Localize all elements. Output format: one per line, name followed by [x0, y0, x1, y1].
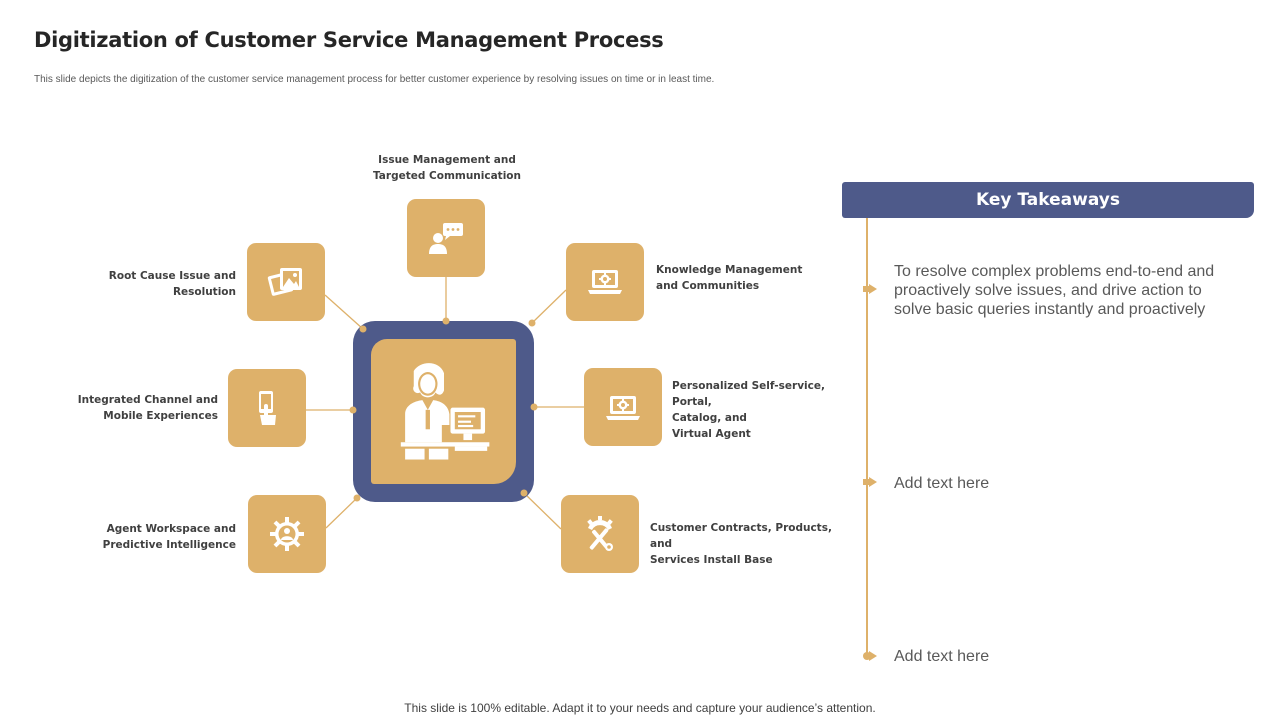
node-knowledge-management	[566, 243, 644, 321]
node-issue-management	[407, 199, 485, 277]
label-personalized-self-service: Personalized Self-service, Portal, Catal…	[672, 380, 825, 440]
takeaway-arrow-3	[869, 651, 877, 661]
takeaway-marker-3	[863, 652, 871, 660]
laptop-settings-icon	[606, 396, 640, 420]
label-customer-contracts: Customer Contracts, Products, and Servic…	[650, 522, 832, 566]
label-integrated-channel: Integrated Channel and Mobile Experience…	[77, 394, 218, 422]
center-hub-inner	[371, 339, 516, 484]
label-issue-management: Issue Management and Targeted Communicat…	[373, 154, 521, 182]
takeaway-text-2: Add text here	[894, 475, 990, 492]
connector-lines	[306, 277, 584, 530]
node-integrated-channel	[228, 369, 306, 447]
slide-footer: This slide is 100% editable. Adapt it to…	[404, 701, 876, 715]
node-root-cause	[247, 243, 325, 321]
node-agent-workspace	[248, 495, 326, 573]
slide-title: Digitization of Customer Service Managem…	[34, 28, 664, 52]
label-root-cause: Root Cause Issue and Resolution	[108, 270, 236, 298]
label-agent-workspace: Agent Workspace and Predictive Intellige…	[102, 523, 236, 551]
takeaway-text-3: Add text here	[894, 648, 990, 665]
takeaway-arrow-2	[869, 477, 877, 487]
takeaway-text-1: To resolve complex problems end-to-end a…	[894, 263, 1215, 318]
label-knowledge-management: Knowledge Management and Communities	[656, 264, 803, 292]
key-takeaways-header: Key Takeaways	[842, 182, 1254, 218]
node-customer-contracts	[561, 495, 639, 573]
process-diagram: Issue Management and Targeted Communicat…	[77, 154, 832, 573]
takeaway-arrow-1	[869, 284, 877, 294]
slide-subtitle: This slide depicts the digitization of t…	[34, 74, 715, 85]
mobile-touch-icon	[259, 391, 276, 425]
node-personalized-self-service	[584, 368, 662, 446]
takeaways-timeline	[866, 218, 868, 656]
connector-dots	[349, 317, 538, 502]
takeaway-marker-1	[863, 286, 869, 292]
customer-service-agent-icon	[400, 362, 489, 460]
center-hub	[353, 321, 534, 502]
gear-person-icon	[270, 517, 304, 551]
laptop-gear-icon	[588, 270, 622, 294]
chat-user-icon	[429, 223, 463, 254]
takeaway-marker-2	[863, 479, 869, 485]
photos-icon	[267, 268, 302, 296]
tools-gear-icon	[587, 516, 613, 551]
